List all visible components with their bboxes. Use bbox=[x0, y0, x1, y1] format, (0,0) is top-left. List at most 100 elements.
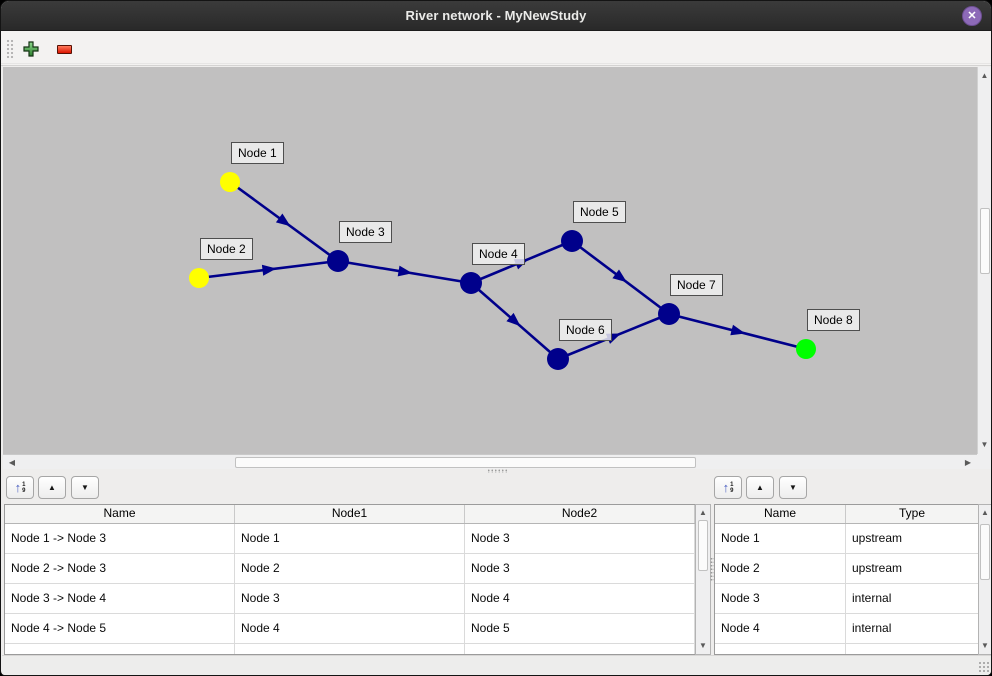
node-table-scrollbar[interactable]: ▲ ▼ bbox=[978, 504, 991, 655]
move-up-button[interactable]: ▲ bbox=[746, 476, 774, 499]
horizontal-scroll-thumb[interactable] bbox=[235, 457, 696, 468]
network-node[interactable] bbox=[796, 339, 816, 359]
network-node[interactable] bbox=[189, 268, 209, 288]
flow-direction-arrow-icon bbox=[612, 269, 627, 283]
network-node[interactable] bbox=[220, 172, 240, 192]
move-up-button[interactable]: ▲ bbox=[38, 476, 66, 499]
scroll-up-arrow[interactable]: ▲ bbox=[981, 508, 989, 517]
flow-direction-arrow-icon bbox=[261, 264, 277, 276]
toolbar-drag-handle[interactable] bbox=[6, 39, 14, 59]
table-cell: internal bbox=[846, 584, 978, 613]
scrollbar-corner bbox=[977, 454, 991, 469]
scroll-down-arrow[interactable]: ▼ bbox=[980, 440, 989, 449]
flow-direction-arrow-icon bbox=[397, 265, 413, 277]
table-cell bbox=[5, 644, 235, 654]
plus-icon bbox=[23, 41, 39, 57]
horizontal-splitter-handle[interactable] bbox=[487, 469, 509, 473]
node-label[interactable]: Node 4 bbox=[472, 243, 525, 265]
resize-grip[interactable] bbox=[978, 661, 989, 672]
table-cell: Node 5 bbox=[465, 614, 695, 643]
scroll-right-arrow[interactable]: ▶ bbox=[964, 458, 972, 467]
scroll-up-arrow[interactable]: ▲ bbox=[699, 508, 707, 517]
up-triangle-icon: ▲ bbox=[48, 483, 56, 492]
table-cell: upstream bbox=[846, 554, 978, 583]
remove-node-button[interactable] bbox=[56, 42, 76, 62]
window-title: River network - MyNewStudy bbox=[405, 8, 587, 23]
table-cell: Node 2 -> Node 3 bbox=[5, 554, 235, 583]
scroll-down-arrow[interactable]: ▼ bbox=[699, 641, 707, 650]
column-header[interactable]: Type bbox=[846, 505, 978, 523]
column-header[interactable]: Node1 bbox=[235, 505, 465, 523]
column-header[interactable]: Name bbox=[715, 505, 846, 523]
table-cell: Node 4 bbox=[465, 584, 695, 613]
canvas-horizontal-scrollbar[interactable]: ◀ ▶ bbox=[3, 454, 977, 469]
table-cell: Node 2 bbox=[715, 554, 846, 583]
column-header[interactable]: Node2 bbox=[465, 505, 695, 523]
down-triangle-icon: ▼ bbox=[81, 483, 89, 492]
scroll-left-arrow[interactable]: ◀ bbox=[8, 458, 16, 467]
vertical-scroll-thumb[interactable] bbox=[980, 524, 990, 580]
scroll-down-arrow[interactable]: ▼ bbox=[981, 641, 989, 650]
close-button[interactable]: ✕ bbox=[962, 6, 982, 26]
table-cell: internal bbox=[846, 614, 978, 643]
up-triangle-icon: ▲ bbox=[756, 483, 764, 492]
move-down-button[interactable]: ▼ bbox=[71, 476, 99, 499]
network-node[interactable] bbox=[658, 303, 680, 325]
move-down-button[interactable]: ▼ bbox=[779, 476, 807, 499]
node-label[interactable]: Node 7 bbox=[670, 274, 723, 296]
table-row-partial[interactable] bbox=[5, 644, 695, 654]
node-label[interactable]: Node 1 bbox=[231, 142, 284, 164]
table-cell: Node 2 bbox=[235, 554, 465, 583]
table-cell: Node 3 bbox=[465, 554, 695, 583]
branch-table-scrollbar[interactable]: ▲ ▼ bbox=[695, 504, 711, 655]
table-cell: Node 3 bbox=[465, 524, 695, 553]
table-cell: Node 3 bbox=[235, 584, 465, 613]
status-bar bbox=[2, 655, 991, 675]
column-header[interactable]: Name bbox=[5, 505, 235, 523]
node-label[interactable]: Node 3 bbox=[339, 221, 392, 243]
node-label[interactable]: Node 2 bbox=[200, 238, 253, 260]
vertical-scroll-thumb[interactable] bbox=[980, 208, 990, 274]
table-cell: Node 4 bbox=[715, 614, 846, 643]
vertical-splitter-handle[interactable] bbox=[710, 557, 715, 581]
node-label[interactable]: Node 8 bbox=[807, 309, 860, 331]
flow-direction-arrow-icon bbox=[275, 213, 291, 227]
table-cell bbox=[235, 644, 465, 654]
network-node[interactable] bbox=[327, 250, 349, 272]
canvas-vertical-scrollbar[interactable]: ▲ ▼ bbox=[977, 67, 991, 454]
table-cell: Node 3 -> Node 4 bbox=[5, 584, 235, 613]
vertical-scroll-thumb[interactable] bbox=[698, 520, 708, 571]
network-canvas[interactable]: Node 1 Node 2 Node 3 Node 4 Node 5 Node 6 Node… bbox=[3, 67, 977, 454]
down-triangle-icon: ▼ bbox=[789, 483, 797, 492]
title-bar[interactable]: River network - MyNewStudy ✕ bbox=[1, 1, 991, 31]
scroll-up-arrow[interactable]: ▲ bbox=[980, 71, 989, 80]
network-node[interactable] bbox=[547, 348, 569, 370]
add-node-button[interactable] bbox=[23, 41, 43, 61]
network-node[interactable] bbox=[460, 272, 482, 294]
minus-icon bbox=[57, 45, 72, 54]
node-label[interactable]: Node 5 bbox=[573, 201, 626, 223]
node-label[interactable]: Node 6 bbox=[559, 319, 612, 341]
table-cell: Node 4 -> Node 5 bbox=[5, 614, 235, 643]
table-row-partial[interactable] bbox=[715, 644, 978, 654]
network-node[interactable] bbox=[561, 230, 583, 252]
table-cell: Node 4 bbox=[235, 614, 465, 643]
